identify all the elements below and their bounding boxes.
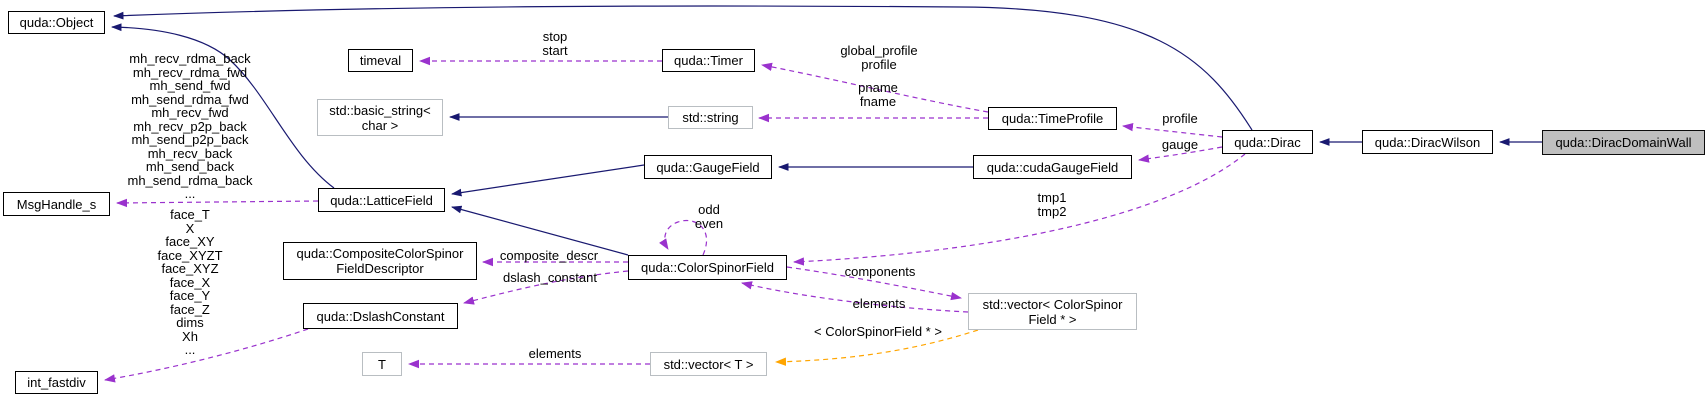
edge-usage-colorspinorfield-self-loop: [659, 220, 708, 256]
edge-usage-dslashconstant-intfastdiv: [104, 328, 309, 383]
node-quda-compositecolorspinorfielddescriptor[interactable]: quda::CompositeColorSpinor FieldDescript…: [283, 242, 477, 280]
edge-usage-dirac-cudagaugefield: [1138, 146, 1223, 163]
edge-inheritance-gaugefield-latticefield: [451, 164, 645, 197]
edge-template-instance-vectorcsf-vectort: [775, 329, 979, 366]
node-std-basic-string[interactable]: std::basic_string< char >: [317, 99, 443, 136]
node-quda-latticefield[interactable]: quda::LatticeField: [318, 188, 445, 212]
node-quda-diracwilson[interactable]: quda::DiracWilson: [1362, 130, 1493, 154]
edge-usage-colorspinorfield-vector: [786, 266, 962, 301]
node-quda-dirac[interactable]: quda::Dirac: [1222, 130, 1313, 154]
edge-inheritance-colorspinorfield-latticefield: [451, 205, 629, 256]
edge-inheritance-dirac-object: [113, 5, 1253, 131]
edge-usage-dirac-colorspinorfield: [793, 153, 1246, 266]
edge-inheritance-latticefield-object: [111, 23, 335, 189]
node-quda-gaugefield[interactable]: quda::GaugeField: [644, 155, 772, 179]
node-quda-diracdomainwall[interactable]: quda::DiracDomainWall: [1542, 130, 1705, 155]
node-int-fastdiv[interactable]: int_fastdiv: [15, 371, 98, 394]
edge-usage-timeprofile-timer: [761, 62, 989, 113]
edge-usage-colorspinorfield-dslashconstant: [463, 270, 629, 305]
node-quda-colorspinorfield[interactable]: quda::ColorSpinorField: [628, 255, 787, 280]
edge-usage-dirac-timeprofile: [1122, 122, 1223, 138]
node-std-vector-colorspinorfield[interactable]: std::vector< ColorSpinor Field * >: [968, 293, 1137, 330]
node-timeval[interactable]: timeval: [348, 49, 413, 72]
node-std-string[interactable]: std::string: [668, 106, 753, 129]
node-msghandle-s[interactable]: MsgHandle_s: [3, 192, 110, 216]
node-quda-timeprofile[interactable]: quda::TimeProfile: [988, 107, 1117, 130]
node-quda-cudagaugefield[interactable]: quda::cudaGaugeField: [973, 155, 1132, 179]
node-std-vector-t[interactable]: std::vector< T >: [650, 352, 767, 376]
edge-usage-latticefield-msghandle: [116, 198, 319, 208]
node-template-t[interactable]: T: [362, 352, 402, 376]
node-quda-timer[interactable]: quda::Timer: [662, 49, 755, 72]
edge-usage-vector-colorspinorfield: [741, 281, 969, 313]
node-quda-dslashconstant[interactable]: quda::DslashConstant: [303, 303, 458, 329]
node-quda-object[interactable]: quda::Object: [8, 11, 105, 34]
